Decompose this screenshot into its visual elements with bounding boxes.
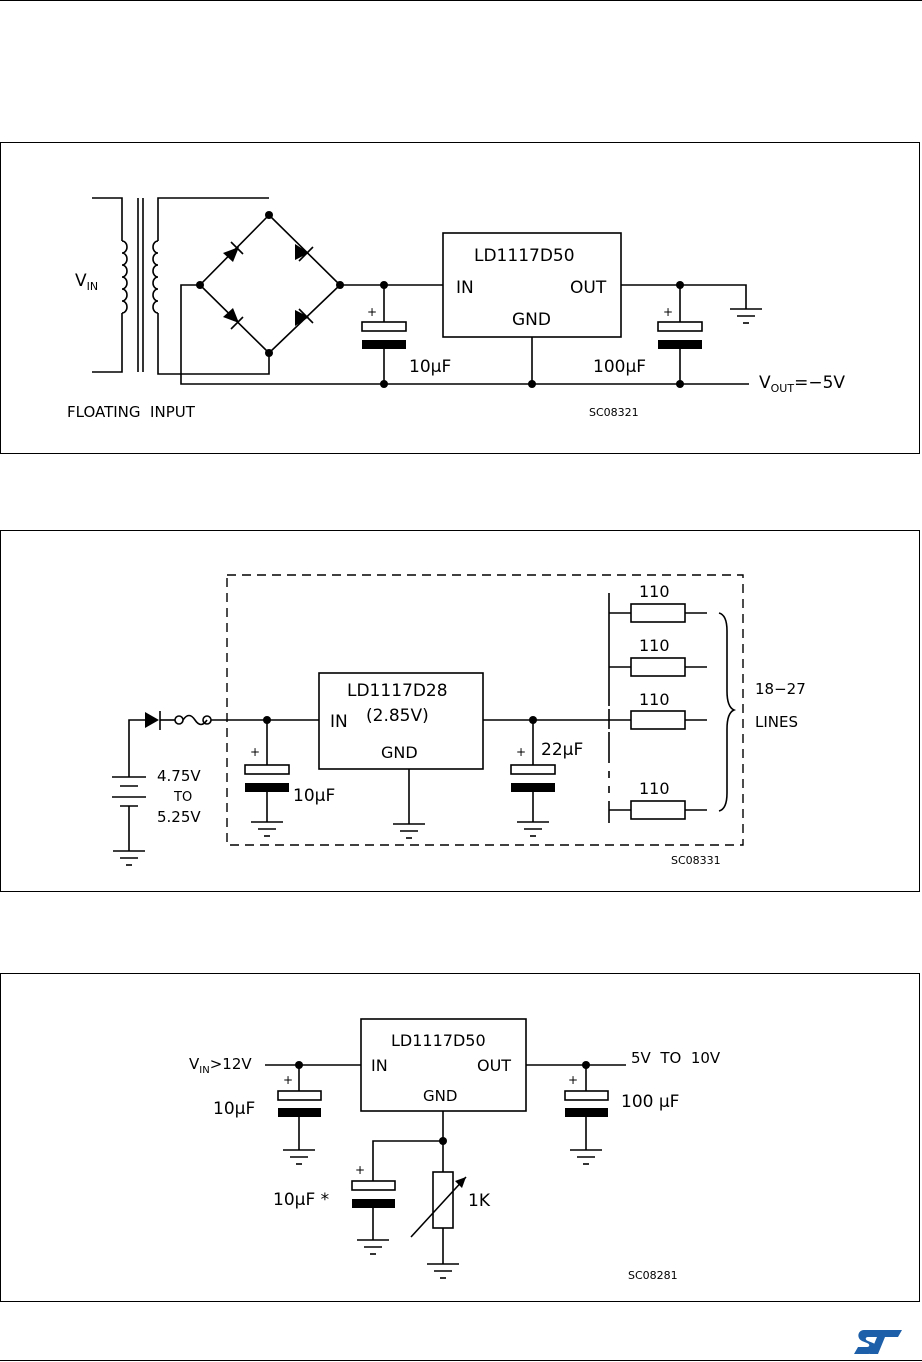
svg-text:+: +	[663, 305, 673, 319]
svg-text:110: 110	[639, 779, 670, 798]
pot-label: 1K	[468, 1191, 491, 1211]
svg-text:+: +	[568, 1073, 578, 1087]
input-cap-label: 10μF	[213, 1099, 255, 1119]
termination-resistor-1: 110	[609, 582, 707, 622]
in-pin-label: IN	[330, 712, 348, 732]
lines-label: LINES	[755, 713, 798, 731]
gnd-pin-label: GND	[423, 1087, 457, 1105]
potentiometer	[411, 1172, 466, 1278]
series-diode	[145, 712, 159, 728]
input-capacitor: +	[362, 285, 406, 384]
svg-text:110: 110	[639, 636, 670, 655]
regulator-label: LD1117D50	[391, 1031, 486, 1050]
svg-text:+: +	[367, 305, 377, 319]
adjust-cap-label: 10μF *	[273, 1190, 329, 1210]
circuit-adjustable-output-schematic: VIN>12V + 10μF LD1117D50 IN OUT GND + 10…	[1, 974, 921, 1303]
termination-resistor-4: 110	[609, 779, 707, 819]
footer-rule	[0, 1360, 922, 1361]
termination-resistor-2: 110	[609, 636, 707, 676]
input-cap-label: 10μF	[409, 357, 451, 377]
out-pin-label: OUT	[570, 278, 607, 298]
output-capacitor: +	[658, 285, 702, 384]
in-pin-label: IN	[371, 1056, 388, 1075]
out-pin-label: OUT	[477, 1056, 511, 1075]
supply-max-label: 5.25V	[157, 808, 201, 826]
circuit-adjustable-output-panel: VIN>12V + 10μF LD1117D50 IN OUT GND + 10…	[0, 973, 920, 1302]
circuit-scsi-terminator-schematic: 4.75V TO 5.25V + 10μF LD1117D28 (2.85V) …	[1, 531, 921, 893]
output-capacitor: +	[565, 1065, 608, 1164]
circuit-floating-input-schematic: VIN + 10μF LD1117D50 IN OUT GND	[1, 143, 921, 455]
svg-text:+: +	[250, 745, 260, 759]
input-capacitor: +	[245, 720, 289, 836]
gnd-pin-label: GND	[381, 743, 418, 762]
figure-code: SC08321	[589, 406, 639, 419]
output-cap-label: 22μF	[541, 740, 583, 760]
svg-text:110: 110	[639, 690, 670, 709]
svg-text:110: 110	[639, 582, 670, 601]
fuse-terminal-left	[175, 716, 183, 724]
regulator-ic: LD1117D50 IN OUT GND	[443, 233, 621, 337]
input-cap-label: 10μF	[293, 786, 335, 806]
svg-text:+: +	[355, 1163, 365, 1177]
st-logo-icon	[852, 1326, 904, 1356]
svg-text:+: +	[283, 1073, 293, 1087]
lines-range-label: 18−27	[755, 680, 806, 698]
regulator-label: LD1117D28	[347, 681, 448, 701]
figure-code: SC08331	[671, 854, 721, 867]
regulator-ic: LD1117D50 IN OUT GND	[361, 1019, 526, 1111]
supply-min-label: 4.75V	[157, 767, 201, 785]
output-range-label: 5V TO 10V	[631, 1049, 721, 1067]
ground-symbol	[730, 309, 762, 323]
circuit-scsi-terminator-panel: 4.75V TO 5.25V + 10μF LD1117D28 (2.85V) …	[0, 530, 920, 892]
output-capacitor: +	[511, 720, 555, 836]
vin-label: VIN>12V	[189, 1055, 252, 1076]
output-cap-label: 100 μF	[621, 1092, 679, 1112]
lines-brace	[719, 613, 734, 811]
svg-text:+: +	[516, 745, 526, 759]
in-pin-label: IN	[456, 278, 474, 298]
input-capacitor: +	[278, 1065, 321, 1164]
vout-label: VOUT=−5V	[759, 373, 845, 395]
vin-label: VIN	[75, 271, 98, 293]
circuit-floating-input-panel: VIN + 10μF LD1117D50 IN OUT GND	[0, 142, 920, 454]
regulator-ic: LD1117D28 (2.85V) IN GND	[319, 673, 483, 769]
floating-input-label: FLOATING INPUT	[67, 403, 196, 421]
supply-to-label: TO	[173, 790, 192, 805]
regulator-ground	[393, 824, 425, 838]
termination-resistor-3: 110	[609, 690, 707, 729]
regulator-label: LD1117D50	[474, 246, 575, 266]
header-rule	[0, 0, 922, 1]
figure-code: SC08281	[628, 1269, 678, 1282]
output-cap-label: 100μF	[593, 357, 646, 377]
regulator-voltage: (2.85V)	[366, 706, 429, 726]
battery-symbol	[112, 720, 146, 865]
gnd-pin-label: GND	[512, 310, 551, 330]
